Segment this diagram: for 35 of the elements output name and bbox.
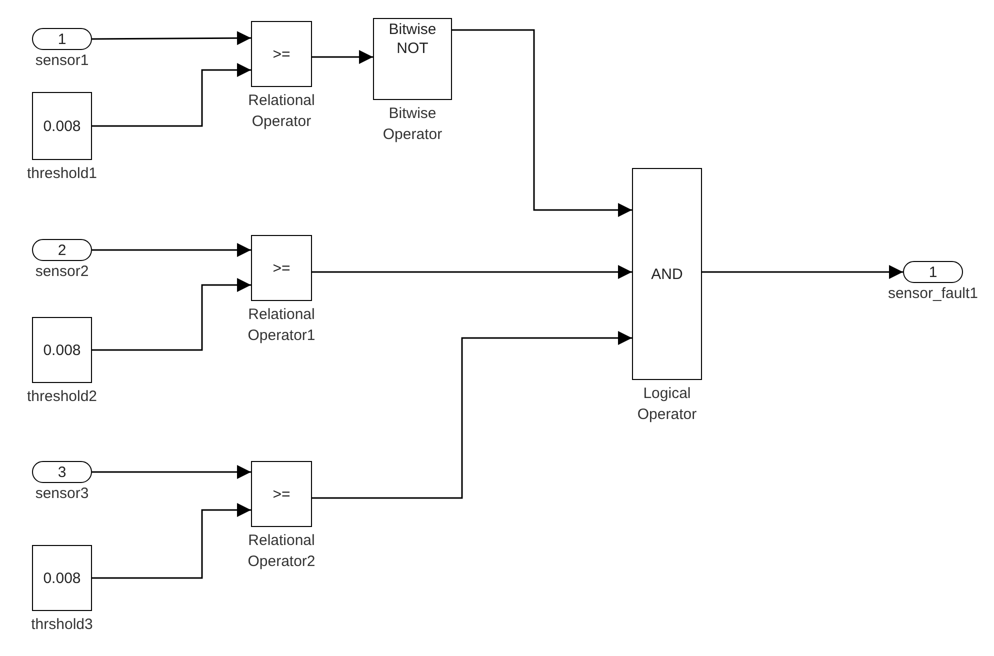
signal-arrow (452, 29, 632, 217)
block-name: sensor1 (34, 51, 90, 71)
block-label: 2 (58, 240, 66, 260)
block-label: >= (272, 484, 290, 504)
signal-arrow (312, 331, 632, 499)
signal-arrow (92, 465, 251, 479)
block-name: sensor2 (34, 262, 90, 282)
block-label: >= (272, 44, 290, 64)
block-name: sensor_fault1 (886, 284, 980, 304)
signal-arrow (92, 63, 251, 127)
block-name: thrshold3 (30, 615, 94, 635)
block-label: 0.008 (43, 568, 81, 588)
signal-arrow (92, 243, 251, 257)
signal-arrow (92, 278, 251, 351)
block-label: 1 (58, 30, 66, 48)
block-name: Relational Operator2 (246, 531, 316, 572)
block-label: 0.008 (43, 116, 81, 136)
block-name: Bitwise Operator (382, 104, 444, 145)
block-label: 3 (58, 462, 66, 482)
block-label: Bitwise NOT (388, 20, 438, 58)
block-label: >= (272, 258, 290, 278)
block-name: Logical Operator (636, 384, 698, 425)
signal-arrow (312, 265, 632, 279)
block-name: threshold1 (26, 164, 98, 184)
signal-arrow (312, 50, 373, 64)
block-name: threshold2 (26, 387, 98, 407)
block-label: AND (651, 264, 683, 284)
block-name: sensor3 (34, 484, 90, 504)
block-label: 1 (928, 262, 938, 282)
signal-arrow (92, 503, 251, 579)
signal-arrow (702, 265, 903, 279)
block-label: 0.008 (43, 340, 81, 360)
signal-arrow (92, 31, 251, 46)
block-name: Relational Operator (247, 91, 316, 132)
block-name: Relational Operator1 (246, 305, 316, 346)
